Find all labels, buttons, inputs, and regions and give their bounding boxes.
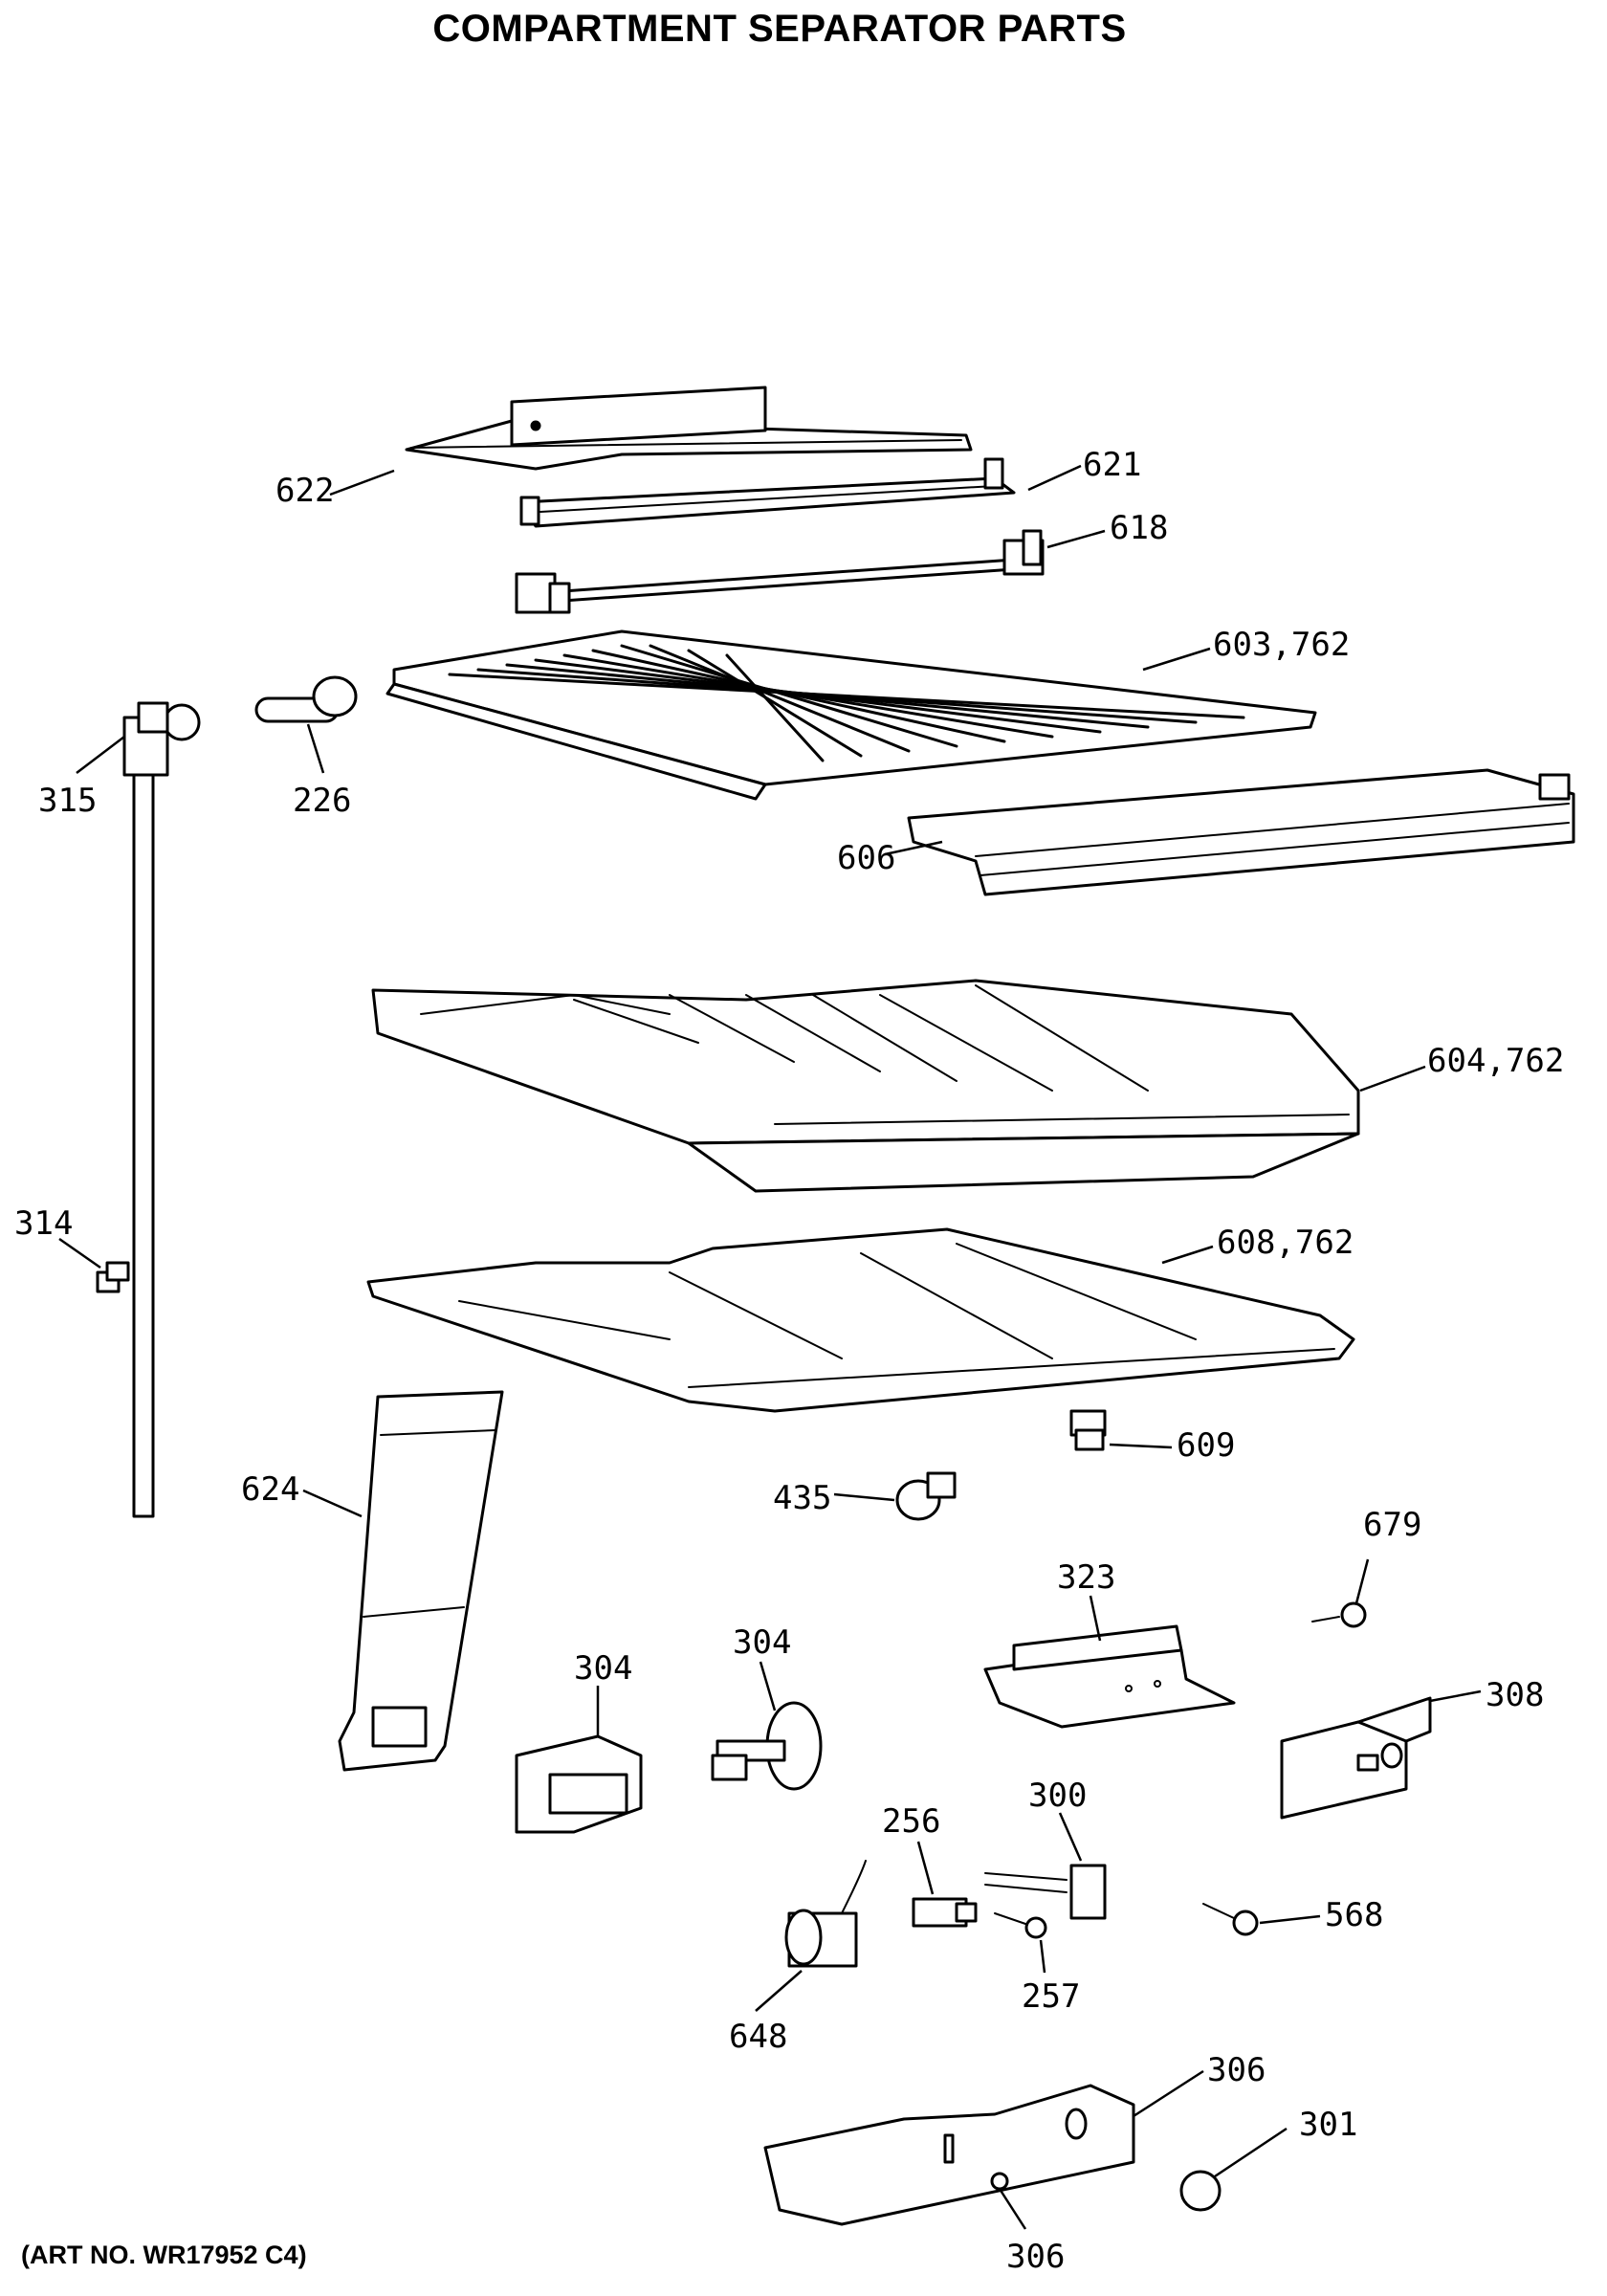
- callout-308: 308: [1486, 1676, 1544, 1714]
- callout-226: 226: [293, 782, 351, 820]
- leader-604: [1359, 1065, 1426, 1093]
- part-304-block: [515, 1734, 643, 1834]
- leader-435: [833, 1492, 895, 1502]
- leader-306a: [1133, 2069, 1204, 2118]
- callout-256: 256: [882, 1802, 940, 1841]
- callout-608-762: 608,762: [1217, 1224, 1354, 1262]
- leader-256: [916, 1841, 935, 1895]
- callout-603-762: 603,762: [1213, 626, 1350, 664]
- leader-314: [58, 1237, 101, 1269]
- callout-300: 300: [1028, 1777, 1087, 1815]
- part-315-hinge-rod: [122, 701, 201, 1518]
- part-622-cover: [405, 386, 973, 471]
- leader-606: [884, 840, 943, 856]
- leader-609: [1109, 1443, 1173, 1449]
- part-648-motor: [784, 1860, 867, 1968]
- callout-labels: 622 621 618 603,762 315 226 606 604,762 …: [14, 446, 1564, 2276]
- part-609: [1069, 1409, 1107, 1451]
- leader-315: [76, 736, 125, 774]
- callout-304-dial: 304: [733, 1623, 791, 1662]
- callout-604-762: 604,762: [1427, 1042, 1564, 1080]
- leader-622: [329, 469, 395, 497]
- part-308-bracket: [1280, 1696, 1432, 1820]
- part-568-screw: [1202, 1903, 1259, 1936]
- leader-624: [302, 1489, 363, 1518]
- leader-648: [755, 1970, 803, 2012]
- leader-608: [1161, 1245, 1214, 1265]
- part-257-screw: [994, 1912, 1047, 1939]
- leader-621: [1027, 464, 1082, 492]
- leader-603: [1142, 647, 1211, 672]
- diagram-title: COMPARTMENT SEPARATOR PARTS: [432, 8, 1127, 50]
- callout-257: 257: [1022, 1977, 1080, 2016]
- callout-435: 435: [773, 1479, 831, 1517]
- leader-323: [1089, 1595, 1102, 1642]
- callout-622: 622: [275, 472, 334, 510]
- callout-624: 624: [241, 1470, 299, 1509]
- callout-306-bottom: 306: [1006, 2238, 1065, 2276]
- part-603-shelf: [385, 629, 1317, 801]
- part-314-clip: [96, 1261, 130, 1293]
- callout-679: 679: [1363, 1506, 1421, 1544]
- callout-648: 648: [729, 2018, 787, 2056]
- leader-301: [1214, 2127, 1288, 2178]
- callout-301: 301: [1299, 2106, 1357, 2144]
- part-679-screw: [1311, 1601, 1367, 1628]
- part-621-rail: [519, 457, 1016, 528]
- part-323-housing: [983, 1624, 1236, 1729]
- leader-304b: [759, 1661, 777, 1711]
- part-618-rod: [515, 529, 1045, 614]
- leader-226: [306, 723, 325, 774]
- leader-300: [1058, 1812, 1083, 1862]
- callout-306-top: 306: [1207, 2051, 1266, 2089]
- part-606-trim: [907, 768, 1575, 896]
- leader-618: [1046, 529, 1106, 549]
- part-306-housing: [763, 2084, 1135, 2226]
- art-number: (ART NO. WR17952 C4): [21, 2241, 307, 2269]
- leader-lines: [58, 464, 1482, 2230]
- callout-323: 323: [1057, 1558, 1115, 1597]
- callout-314: 314: [14, 1204, 73, 1243]
- part-301-cap: [1179, 2170, 1222, 2212]
- callout-606: 606: [837, 839, 895, 877]
- leader-679: [1354, 1558, 1370, 1604]
- part-608-pan: [366, 1227, 1355, 1413]
- part-624-bracket: [338, 1390, 504, 1772]
- callout-315: 315: [38, 782, 97, 820]
- callout-621: 621: [1083, 446, 1141, 484]
- part-604-separator: [371, 979, 1360, 1193]
- leader-306b: [998, 2188, 1027, 2230]
- part-435-knob: [895, 1471, 957, 1521]
- part-226-bushing: [254, 675, 358, 723]
- callout-304-block: 304: [574, 1649, 632, 1688]
- callout-609: 609: [1177, 1426, 1235, 1465]
- callout-618: 618: [1110, 509, 1168, 547]
- leader-308: [1429, 1689, 1482, 1703]
- callout-568: 568: [1325, 1896, 1383, 1934]
- part-304-dial: [711, 1701, 823, 1791]
- leader-257: [1039, 1939, 1046, 1974]
- part-256-switch: [912, 1897, 978, 1928]
- leader-568: [1259, 1914, 1321, 1925]
- part-300-switch: [984, 1864, 1107, 1920]
